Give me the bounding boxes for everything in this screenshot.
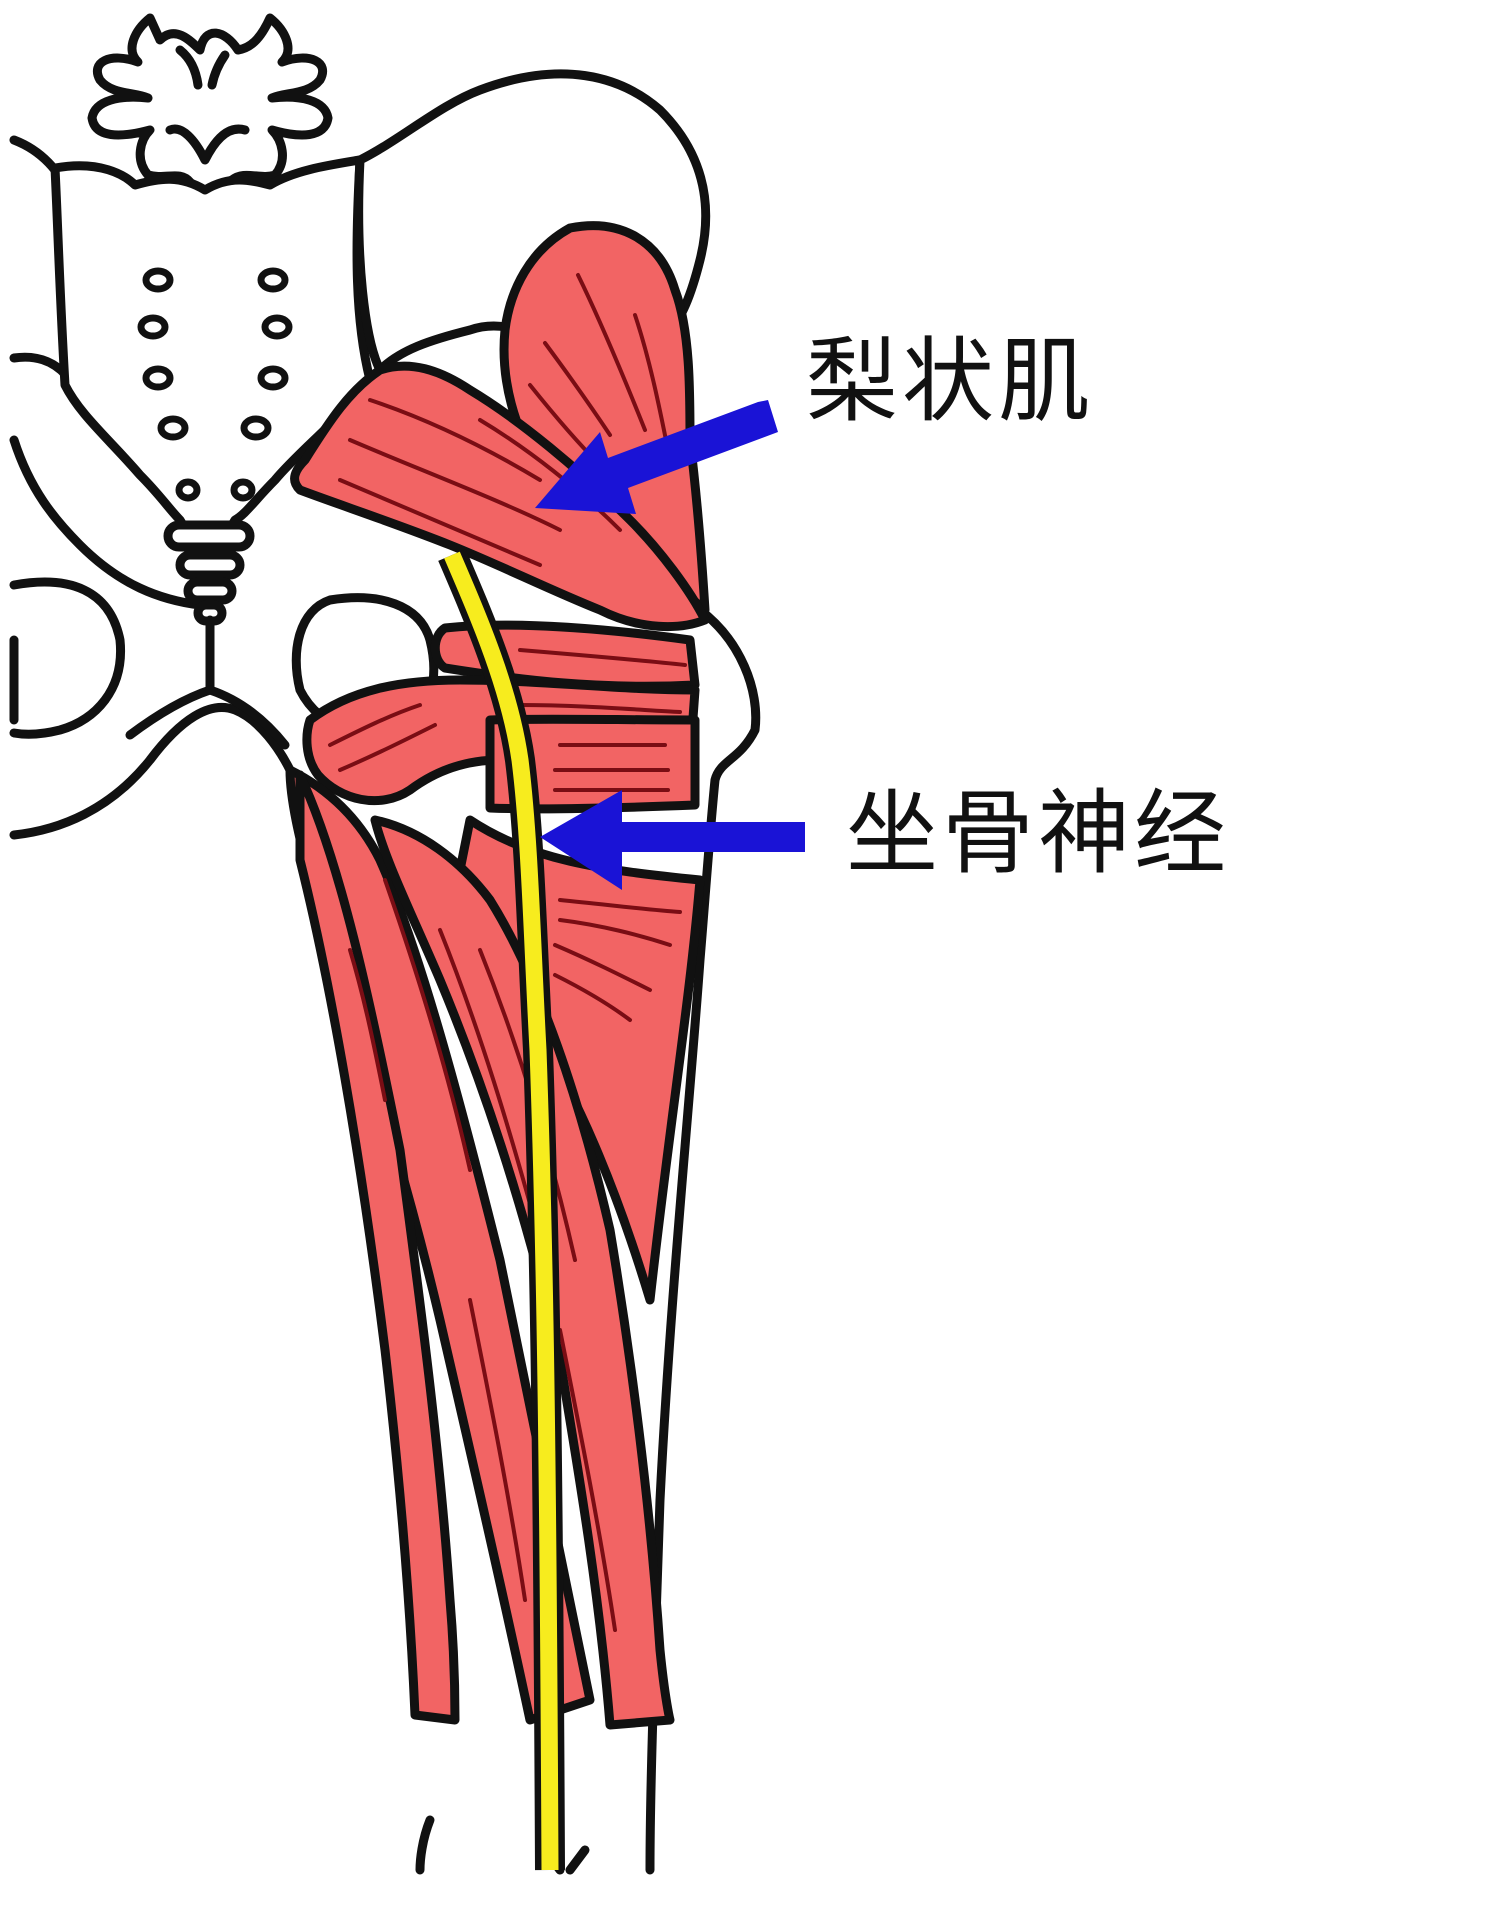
hamstring-muscles	[285, 765, 675, 1730]
pelvis	[9, 69, 761, 1875]
piriformis-arrow[interactable]	[535, 400, 778, 514]
sciatic-nerve-arrow[interactable]	[540, 790, 805, 890]
arrow-icon	[535, 400, 778, 514]
sciatic-nerve	[438, 549, 565, 1871]
short-external-rotators	[302, 620, 700, 814]
arrow-icon	[540, 790, 805, 890]
lumbar-vertebra	[87, 13, 333, 198]
piriformis-muscle	[290, 361, 710, 631]
sciatic-nerve-label: 坐骨神经	[846, 780, 1231, 887]
piriformis-label: 梨状肌	[806, 328, 1095, 435]
